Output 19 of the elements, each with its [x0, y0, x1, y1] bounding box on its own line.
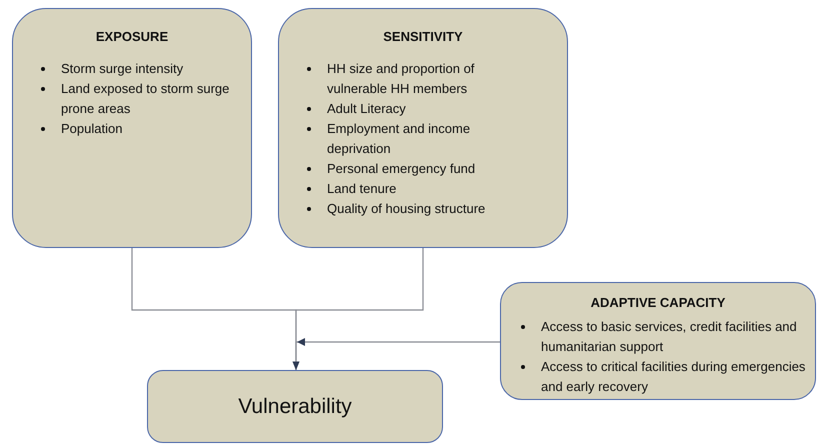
category-box: [500, 282, 816, 400]
category-box: [12, 8, 252, 248]
category-heading: EXPOSURE: [96, 28, 168, 46]
category-heading: SENSITIVITY: [383, 28, 463, 46]
result-box: [147, 370, 443, 443]
bullet-item: Quality of housing structure: [299, 198, 519, 218]
bullet-item: Access to basic services, credit facilities and humanitarian support: [513, 316, 807, 356]
bullet-item: Land tenure: [299, 178, 519, 198]
bullet-item: HH size and proportion of vulnerable HH members: [299, 58, 519, 98]
bullet-item: Employment and income deprivation: [299, 118, 519, 158]
bullet-item: Access to critical facilities during emergencies and early recovery: [513, 356, 807, 396]
bullet-item: Storm surge intensity: [33, 58, 231, 78]
bullet-item: Adult Literacy: [299, 98, 519, 118]
category-box: [278, 8, 568, 248]
bullet-item: Land exposed to storm surge prone areas: [33, 78, 231, 118]
category-heading: ADAPTIVE CAPACITY: [590, 294, 726, 312]
result-title: Vulnerability: [238, 394, 352, 420]
bullet-item: Population: [33, 118, 231, 138]
bullet-item: Personal emergency fund: [299, 158, 519, 178]
